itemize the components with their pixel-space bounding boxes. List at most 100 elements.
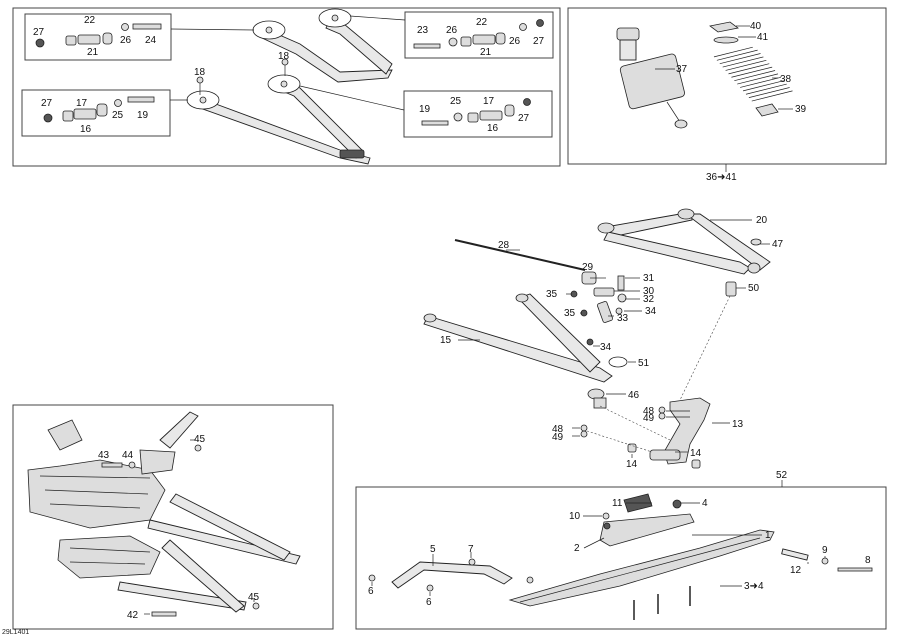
- callout-26: 26: [120, 35, 132, 46]
- callout-26: 26: [509, 36, 521, 47]
- callout-16: 16: [487, 123, 499, 134]
- callout-8: 8: [865, 555, 871, 566]
- shock-absorber: [616, 27, 688, 129]
- callout-2: 2: [574, 543, 580, 554]
- lower-bushing-kit-box-left: [21, 89, 171, 137]
- callout-33: 33: [617, 313, 629, 324]
- callout-3-to-4: 3➜4: [744, 581, 764, 592]
- upper-right-hardware: [413, 19, 544, 49]
- callout-48: 48: [643, 406, 655, 417]
- callout-19: 19: [419, 104, 431, 115]
- figure-code: 29L1401: [2, 629, 29, 636]
- upper-bushing-kit-box-left: [24, 13, 172, 61]
- callout-12: 12: [790, 565, 802, 576]
- callout-47: 47: [772, 239, 784, 250]
- callout-49: 49: [552, 432, 564, 443]
- callout-38: 38: [780, 74, 792, 85]
- callout-51: 51: [638, 358, 650, 369]
- linkage-hardware: [570, 271, 627, 323]
- a-arm-panel-frame: [12, 7, 561, 167]
- callout-25: 25: [450, 96, 462, 107]
- callout-45: 45: [248, 592, 260, 603]
- upper-bushing-kit-box-right: [404, 11, 554, 59]
- callout-40: 40: [750, 21, 762, 32]
- callout-4: 4: [702, 498, 708, 509]
- callout-23: 23: [417, 25, 429, 36]
- callout-labels: 22 27 26 24 21 23 26 22 27 26 21 18 18 2…: [33, 15, 871, 621]
- callout-10: 10: [569, 511, 581, 522]
- callout-13: 13: [732, 419, 744, 430]
- callout-16: 16: [80, 124, 92, 135]
- callout-9: 9: [822, 545, 828, 556]
- callout-18: 18: [278, 51, 290, 62]
- callout-17: 17: [483, 96, 495, 107]
- callout-43: 43: [98, 450, 110, 461]
- callout-28: 28: [498, 240, 510, 251]
- frame-leader-lines: [144, 439, 255, 615]
- callout-44: 44: [122, 450, 134, 461]
- lower-bushing-kit-box-right: [403, 90, 553, 138]
- shock-panel-frame: [567, 7, 887, 165]
- callout-41: 41: [757, 32, 769, 43]
- callout-27: 27: [518, 113, 530, 124]
- callout-19: 19: [137, 110, 149, 121]
- callout-5: 5: [430, 544, 436, 555]
- callout-27: 27: [41, 98, 53, 109]
- upper-a-arm: [252, 8, 393, 83]
- callout-26: 26: [446, 25, 458, 36]
- lower-right-hardware: [421, 98, 531, 126]
- callout-14: 14: [626, 459, 638, 470]
- ski-handle: [368, 558, 534, 592]
- callout-35: 35: [564, 308, 576, 319]
- lower-a-arm-main: [423, 293, 628, 383]
- callout-15: 15: [440, 335, 452, 346]
- callout-27: 27: [33, 27, 45, 38]
- callout-48: 48: [552, 424, 564, 435]
- lower-a-arm: [186, 74, 371, 165]
- callout-25: 25: [112, 110, 124, 121]
- frame-panel-frame: [12, 404, 334, 630]
- callout-34: 34: [645, 306, 657, 317]
- callout-45: 45: [194, 434, 206, 445]
- callout-30: 30: [643, 286, 655, 297]
- shock-spring: [709, 21, 793, 117]
- callout-range-36-41: 36➜41: [706, 172, 737, 183]
- callout-34: 34: [600, 342, 612, 353]
- spindle: [580, 281, 737, 469]
- shock-leader-lines: [655, 25, 793, 172]
- callout-31: 31: [643, 273, 655, 284]
- chassis-frame: [27, 411, 301, 617]
- ski-leader-lines: [371, 502, 826, 596]
- callout-6: 6: [368, 586, 374, 597]
- callout-50: 50: [748, 283, 760, 294]
- callout-11: 11: [612, 498, 623, 509]
- lower-left-hardware: [43, 96, 155, 123]
- callout-17: 17: [76, 98, 88, 109]
- middle-leader-lines: [458, 219, 770, 458]
- callout-35: 35: [546, 289, 558, 300]
- callout-6: 6: [426, 597, 432, 608]
- callout-18: 18: [194, 67, 206, 78]
- callout-39: 39: [795, 104, 807, 115]
- callout-46: 46: [628, 390, 640, 401]
- upper-left-hardware: [35, 23, 162, 48]
- callout-22: 22: [84, 15, 96, 26]
- callout-1: 1: [765, 530, 771, 541]
- callout-20: 20: [756, 215, 768, 226]
- anti-sway-rod: [454, 239, 586, 271]
- upper-a-arm-main: [597, 208, 771, 275]
- ski-panel-frame: [355, 486, 887, 630]
- callout-22: 22: [476, 17, 488, 28]
- callout-42: 42: [127, 610, 139, 621]
- callout-7: 7: [468, 544, 474, 555]
- callout-24: 24: [145, 35, 157, 46]
- callout-32: 32: [643, 294, 655, 305]
- a-arm-leader-lines: [170, 15, 406, 111]
- callout-52: 52: [776, 470, 788, 481]
- callout-21: 21: [87, 47, 99, 58]
- callout-29: 29: [582, 262, 594, 273]
- callout-37: 37: [676, 64, 688, 75]
- ski: [508, 493, 873, 620]
- callout-49: 49: [643, 413, 655, 424]
